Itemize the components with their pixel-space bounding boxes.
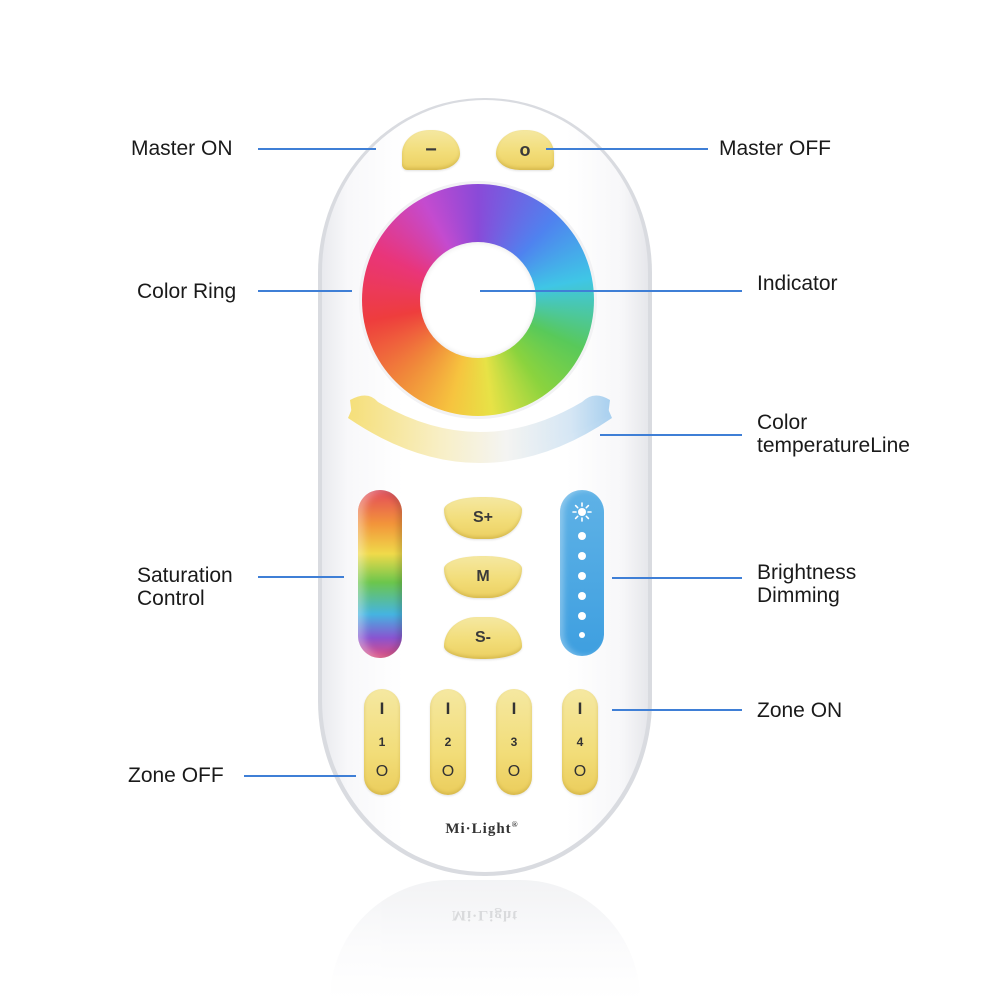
zone-2-button[interactable]: I 2 O [430, 689, 466, 795]
zone-off-mark: O [507, 763, 521, 780]
leader-color-ring [258, 290, 352, 292]
master-on-button[interactable]: − [402, 130, 460, 170]
indicator [420, 242, 536, 358]
zone-number: 1 [378, 735, 386, 749]
label-master-off: Master OFF [719, 137, 832, 160]
zone-on-mark: I [511, 699, 517, 718]
s-plus-label: S+ [472, 509, 493, 526]
zone-off-mark: O [441, 763, 455, 780]
master-off-button[interactable]: o [496, 130, 554, 170]
color-ring[interactable] [362, 184, 594, 416]
brightness-slider[interactable] [560, 490, 604, 656]
leader-master-on [258, 148, 376, 150]
zone-number: 4 [576, 735, 584, 749]
zone-1-button[interactable]: I 1 O [364, 689, 400, 795]
reflection-brand: Mi·Light [451, 907, 519, 923]
brightness-dot [578, 592, 586, 600]
leader-brightness [612, 577, 742, 579]
zone-off-mark: O [375, 763, 389, 780]
label-master-on: Master ON [131, 137, 233, 160]
brightness-dot [578, 552, 586, 560]
label-color-ring: Color Ring [137, 280, 237, 303]
brightness-dot [578, 572, 586, 580]
s-minus-label: S- [475, 629, 491, 646]
brand-text: Mi·Light [445, 821, 512, 837]
label-zone-off: Zone OFF [128, 764, 224, 787]
leader-zone-on [612, 709, 742, 711]
color-temperature-band [350, 395, 610, 453]
brightness-dot [578, 532, 586, 540]
brightness-dot [578, 612, 586, 620]
circle-symbol: o [519, 139, 531, 160]
zone-on-mark: I [445, 699, 451, 718]
zone-number: 2 [444, 735, 452, 749]
saturation-plus-button[interactable]: S+ [444, 497, 522, 539]
minus-symbol: − [425, 138, 437, 161]
color-temperature-arc [348, 404, 612, 463]
leader-master-off [546, 148, 708, 150]
zone-3-button[interactable]: I 3 O [496, 689, 532, 795]
leader-color-temperature [600, 434, 742, 436]
label-zone-on: Zone ON [757, 699, 843, 722]
leader-zone-off [244, 775, 356, 777]
label-indicator: Indicator [757, 272, 838, 295]
registered-mark: ® [511, 820, 519, 829]
zone-on-mark: I [577, 699, 583, 718]
brightness-dot [579, 632, 585, 638]
color-temperature-line[interactable] [340, 382, 620, 494]
remote-reflection: Mi·Light [330, 880, 640, 1000]
brand-logo: Mi·Light® [422, 820, 542, 838]
saturation-minus-button[interactable]: S- [444, 617, 522, 659]
zone-off-mark: O [573, 763, 587, 780]
zone-on-mark: I [379, 699, 385, 718]
leader-saturation [258, 576, 344, 578]
sun-icon [572, 502, 592, 522]
mode-label: M [476, 568, 490, 585]
leader-indicator [480, 290, 742, 292]
saturation-slider[interactable] [358, 490, 402, 658]
mode-button[interactable]: M [444, 556, 522, 598]
zone-number: 3 [510, 735, 518, 749]
zone-4-button[interactable]: I 4 O [562, 689, 598, 795]
